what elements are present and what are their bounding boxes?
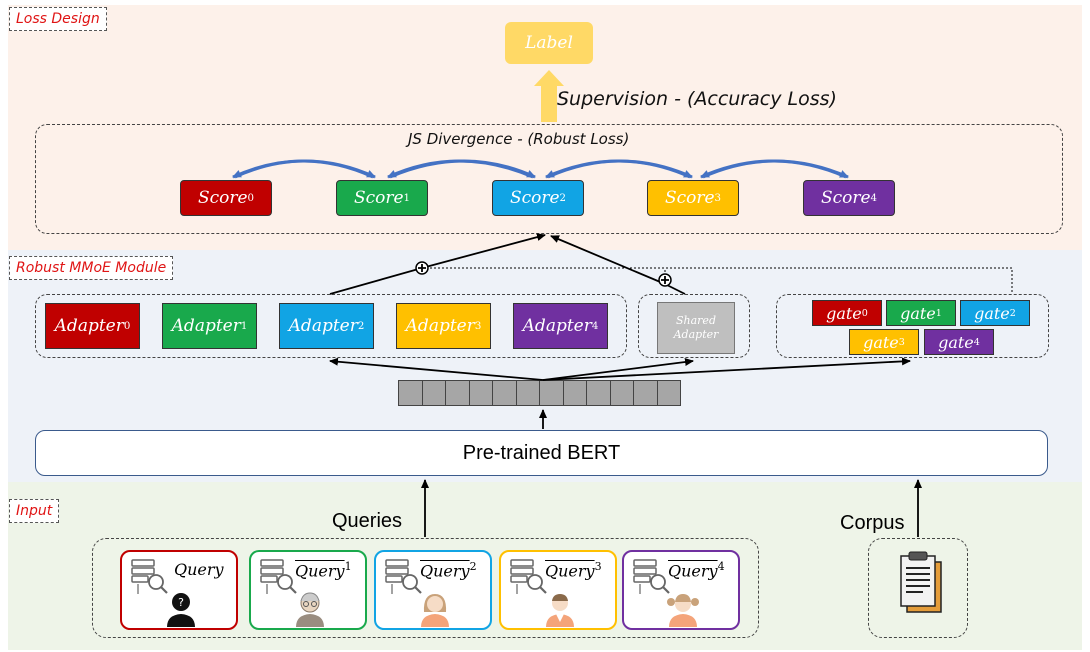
mmoe-module-tag: Robust MMoE Module: [9, 256, 174, 280]
query-card-1: Query1: [249, 550, 367, 630]
search-database-icon: [131, 559, 168, 594]
corpus-container: [868, 538, 968, 638]
queries-label: Queries: [332, 510, 403, 532]
search-database-icon: [385, 559, 422, 594]
query-card-2: Query2: [374, 550, 492, 630]
search-database-icon: [510, 559, 547, 594]
query-card-4: Query4: [622, 550, 740, 630]
document-stack-icon: [900, 551, 942, 613]
token-cell: [398, 380, 423, 406]
svg-text:?: ?: [178, 596, 184, 609]
shared-adapter: Shared Adapter: [657, 302, 735, 354]
token-cell: [421, 380, 446, 406]
shared-adapter-line1: Shared: [676, 314, 716, 327]
query-card-3: Query3: [499, 550, 617, 630]
query-label-0: Query: [174, 560, 224, 579]
token-cell: [468, 380, 493, 406]
queries-container: [92, 538, 759, 638]
search-database-icon: [260, 559, 297, 594]
elderly-person-icon: [296, 592, 324, 627]
gates-container: [776, 294, 1049, 358]
query-label-4: Query4: [668, 560, 725, 581]
query-card-0: Query ?: [120, 550, 238, 630]
js-arcs: [232, 159, 849, 179]
query-label-3: Query3: [545, 560, 602, 581]
token-embeddings: [398, 380, 681, 406]
loss-container: [35, 124, 1063, 234]
loss-design-tag: Loss Design: [9, 7, 107, 31]
question-person-icon: ?: [167, 593, 195, 627]
token-cell: [562, 380, 587, 406]
woman-icon: [421, 594, 449, 627]
query-label-2: Query2: [420, 560, 477, 581]
search-database-icon: [633, 559, 670, 594]
supervision-text: Supervision - (Accuracy Loss): [557, 88, 837, 110]
token-cell: [586, 380, 611, 406]
supervision-arrow: [534, 70, 564, 122]
shared-adapter-container: [638, 294, 750, 358]
label-box: Label: [505, 22, 593, 64]
corpus-label: Corpus: [840, 512, 905, 534]
token-cell: [445, 380, 470, 406]
js-divergence-text: JS Divergence - (Robust Loss): [408, 130, 630, 148]
girl-icon: [667, 594, 699, 627]
input-tag: Input: [9, 499, 60, 523]
query-label-1: Query1: [295, 560, 352, 581]
token-cell: [492, 380, 517, 406]
bert-label: Pre-trained BERT: [462, 441, 621, 464]
token-cell: [656, 380, 681, 406]
token-cell: [539, 380, 564, 406]
man-icon: [546, 594, 574, 627]
bert-encoder: Pre-trained BERT: [35, 430, 1048, 476]
shared-adapter-line2: Adapter: [673, 328, 719, 341]
